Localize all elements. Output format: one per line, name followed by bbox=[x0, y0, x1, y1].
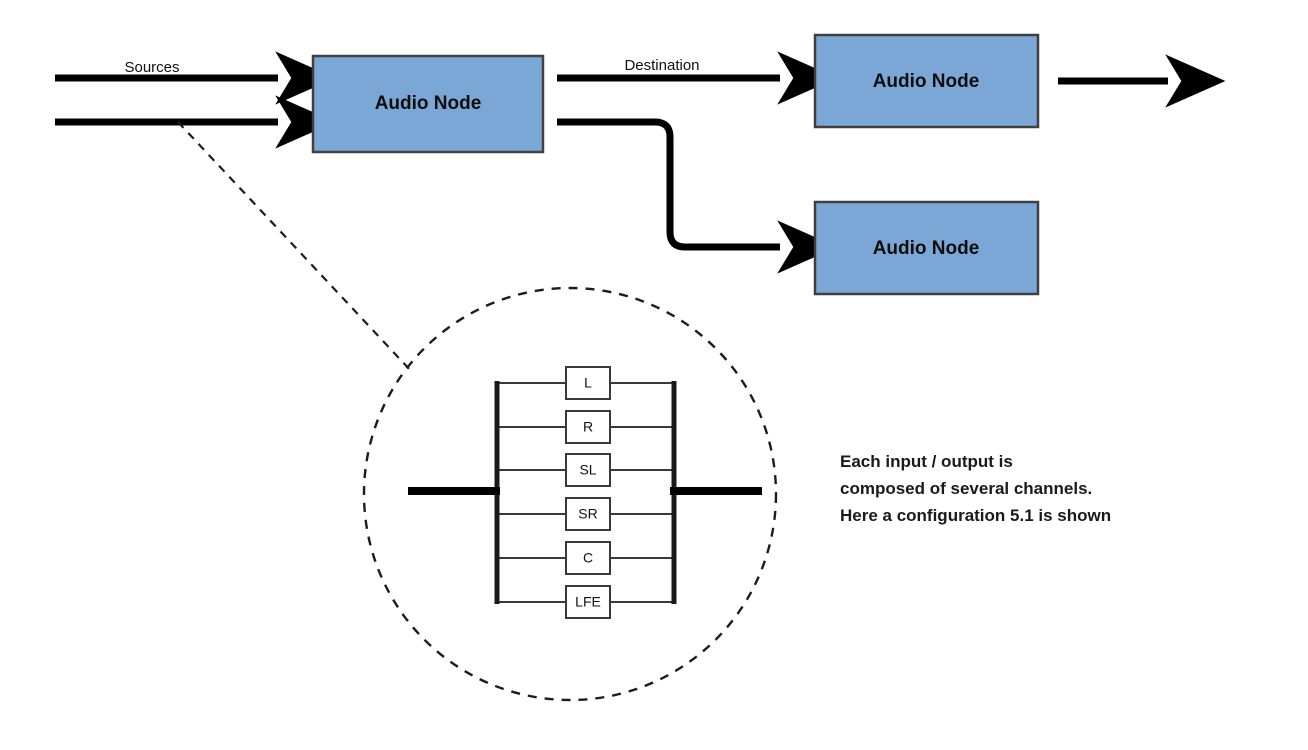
channel-box-l: L bbox=[565, 366, 611, 400]
node-input-rect[interactable] bbox=[311, 54, 545, 154]
channel-label-c: C bbox=[583, 550, 593, 566]
channel-box-r-rect bbox=[565, 410, 611, 444]
channel-box-sr-rect bbox=[565, 497, 611, 531]
channel-box-sl-rect bbox=[565, 453, 611, 487]
node-input-label: Audio Node bbox=[375, 93, 482, 114]
node-output-top[interactable]: Audio Node bbox=[813, 33, 1040, 129]
node-input[interactable]: Audio Node bbox=[311, 54, 545, 154]
node-output-bottom-rect[interactable] bbox=[813, 200, 1040, 296]
node-output-bottom-label: Audio Node bbox=[873, 238, 980, 259]
channel-detail-group: L R SL SR C LFE bbox=[408, 366, 762, 619]
destination-label: Destination bbox=[624, 57, 699, 74]
node-output-top-label: Audio Node bbox=[873, 71, 980, 92]
channel-caption: Each input / output is composed of sever… bbox=[840, 452, 1111, 525]
destination-arrows-group: Destination bbox=[557, 51, 838, 274]
channel-box-c-rect bbox=[565, 541, 611, 575]
source-arrows-group: Sources bbox=[55, 51, 336, 149]
node-output-bottom[interactable]: Audio Node bbox=[813, 200, 1040, 296]
destination-arrow-bottom bbox=[557, 118, 838, 274]
channel-label-r: R bbox=[583, 419, 593, 435]
channel-box-lfe: LFE bbox=[565, 585, 611, 619]
caption-line-1: Each input / output is bbox=[840, 452, 1013, 471]
caption-line-3: Here a configuration 5.1 is shown bbox=[840, 506, 1111, 525]
channel-label-l: L bbox=[584, 375, 592, 391]
caption-line-2: composed of several channels. bbox=[840, 479, 1092, 498]
channel-label-lfe: LFE bbox=[575, 594, 601, 610]
channel-box-c: C bbox=[565, 541, 611, 575]
channel-box-sl: SL bbox=[565, 453, 611, 487]
channel-box-sr: SR bbox=[565, 497, 611, 531]
channel-box-lfe-rect bbox=[565, 585, 611, 619]
channel-label-sr: SR bbox=[578, 506, 597, 522]
channel-box-l-rect bbox=[565, 366, 611, 400]
magnifier-leader-line bbox=[177, 121, 413, 373]
channel-box-r: R bbox=[565, 410, 611, 444]
node-output-top-rect[interactable] bbox=[813, 33, 1040, 129]
sources-label: Sources bbox=[124, 59, 179, 76]
magnifier-circle bbox=[362, 286, 778, 702]
channel-label-sl: SL bbox=[579, 462, 596, 478]
